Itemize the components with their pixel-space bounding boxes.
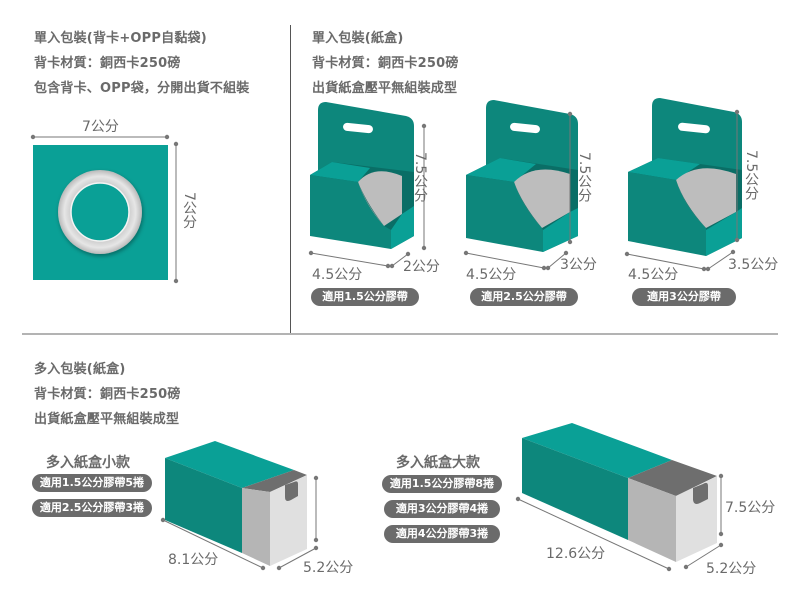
- box-front: [522, 438, 628, 540]
- single-card-material: 背卡材質：銅西卡250磅: [34, 56, 181, 71]
- multi-small-title: 多入紙盒小款: [46, 455, 130, 471]
- box-end-side: [270, 475, 307, 566]
- multi-box-large: [515, 423, 724, 572]
- box-front: [628, 172, 706, 256]
- tape-roll: [514, 169, 570, 228]
- single-box-3-dims: [624, 109, 740, 272]
- multi-large-option: 適用3公分膠帶4捲: [384, 500, 500, 518]
- multi-small-length-label: 8.1公分: [168, 552, 219, 568]
- box-side: [706, 208, 742, 256]
- box-cap: [628, 460, 717, 496]
- box1-width-label: 4.5公分: [312, 267, 363, 283]
- box-side: [391, 206, 414, 249]
- dim-dot: [173, 278, 179, 284]
- multi-small-depth-label: 5.2公分: [303, 560, 354, 576]
- multi-small-option: 適用1.5公分膠帶5捲: [32, 474, 152, 492]
- hang-tab: [486, 100, 578, 170]
- box-end-front: [242, 488, 270, 566]
- card-illustration: [30, 134, 179, 284]
- dim-dot: [173, 141, 179, 147]
- single-box-material: 背卡材質：銅西卡250磅: [312, 56, 459, 71]
- box1-depth-label: 2公分: [403, 259, 440, 275]
- single-box-3: [628, 98, 742, 256]
- tape-roll: [358, 171, 402, 226]
- box-top: [165, 441, 294, 488]
- multi-large-height-label: 7.5公分: [725, 500, 776, 516]
- box2-depth-label: 3公分: [560, 257, 597, 273]
- single-card-title: 單入包裝(背卡+OPP自黏袋): [34, 31, 207, 46]
- multi-large-option: 適用4公分膠帶3捲: [384, 525, 500, 543]
- dim-dot: [30, 134, 36, 140]
- card-width-label: 7公分: [82, 119, 119, 135]
- tape-ring-hole: [70, 182, 130, 242]
- box2-fit-badge: 適用2.5公分膠帶: [470, 288, 578, 306]
- box-top-flap: [310, 162, 370, 182]
- single-box-1-dims: [308, 123, 427, 269]
- box2-width-label: 4.5公分: [466, 267, 517, 283]
- dim-dot: [164, 134, 170, 140]
- box3-width-label: 4.5公分: [628, 267, 679, 283]
- box-top: [522, 423, 672, 478]
- multi-box-material: 背卡材質：銅西卡250磅: [34, 387, 181, 402]
- box1-height-label: 7.5公分: [412, 152, 428, 203]
- box-cap: [242, 470, 307, 492]
- card-height-label: 7公分: [181, 192, 197, 229]
- multi-box-title: 多入包裝(紙盒): [34, 362, 126, 377]
- horizontal-divider: [22, 333, 778, 335]
- box3-fit-badge: 適用3公分膠帶: [632, 288, 736, 306]
- box-front: [165, 458, 242, 553]
- single-box-1: [310, 102, 414, 249]
- hang-hole: [343, 122, 373, 134]
- hang-hole: [678, 122, 710, 134]
- single-card-note: 包含背卡、OPP袋，分開出貨不組裝: [34, 81, 250, 96]
- box-notch: [285, 481, 298, 501]
- single-box-title: 單入包裝(紙盒): [312, 31, 404, 46]
- box-front: [466, 175, 543, 252]
- box-top-flap: [466, 158, 536, 182]
- box2-height-label: 7.5公分: [576, 152, 592, 203]
- multi-large-depth-label: 5.2公分: [706, 561, 757, 577]
- hang-hole: [510, 122, 540, 134]
- box3-height-label: 7.5公分: [743, 150, 759, 201]
- multi-small-option: 適用2.5公分膠帶3捲: [32, 499, 152, 517]
- hang-tab: [318, 102, 414, 172]
- box-end-front: [628, 478, 676, 562]
- multi-large-length-label: 12.6公分: [546, 546, 606, 562]
- tape-roll: [676, 168, 736, 228]
- vertical-divider: [290, 25, 291, 335]
- box-notch: [693, 482, 708, 504]
- single-box-2-dims: [463, 111, 573, 271]
- multi-large-title: 多入紙盒大款: [396, 455, 480, 471]
- single-box-2: [466, 100, 578, 252]
- box3-depth-label: 3.5公分: [728, 257, 779, 273]
- box-top-flap: [628, 158, 700, 180]
- multi-box-note: 出貨紙盒壓平無組裝成型: [34, 412, 180, 427]
- multi-box-small: [160, 441, 319, 571]
- box1-fit-badge: 適用1.5公分膠帶: [311, 288, 419, 306]
- hang-tab: [652, 98, 742, 170]
- box-front: [310, 175, 391, 249]
- single-box-note: 出貨紙盒壓平無組裝成型: [312, 81, 458, 96]
- multi-large-option: 適用1.5公分膠帶8捲: [382, 475, 502, 493]
- box-side: [543, 208, 578, 252]
